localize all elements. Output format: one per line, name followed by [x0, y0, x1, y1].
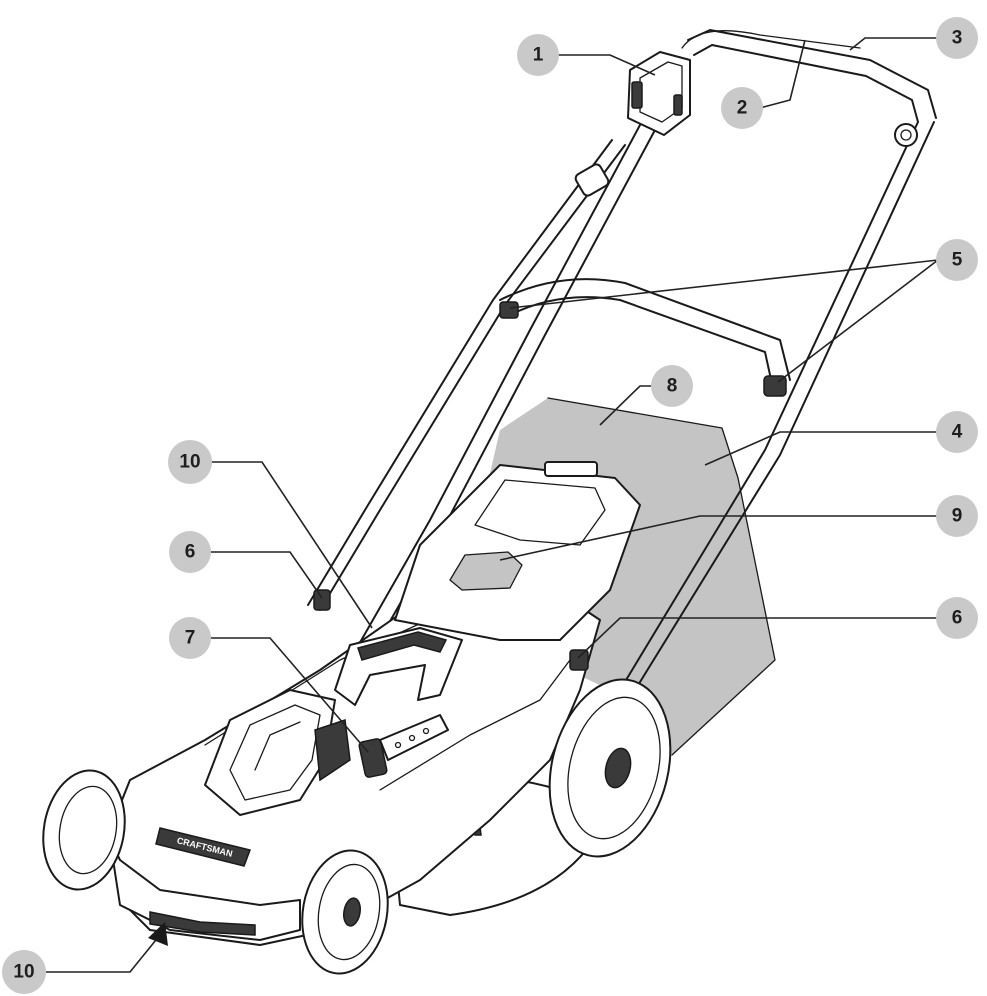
- callout-8: 8: [651, 365, 693, 407]
- left-handle-knob: [313, 589, 331, 611]
- handle-assembly: [307, 29, 937, 696]
- right-handle-knob: [569, 649, 589, 671]
- callout-number: 7: [185, 628, 196, 649]
- callout-number: 6: [185, 542, 196, 563]
- callout-number: 3: [952, 28, 963, 49]
- callout-number: 6: [952, 608, 963, 629]
- callout-number: 4: [952, 422, 963, 443]
- callout-number: 5: [952, 250, 963, 271]
- callout-2: 2: [721, 87, 763, 129]
- callout-5: 5: [936, 239, 978, 281]
- rear-right-wheel: [548, 678, 672, 858]
- leader-lines: [42, 37, 939, 973]
- callout-number: 10: [179, 452, 200, 473]
- carry-handle: [334, 627, 463, 706]
- callout-1: 1: [517, 34, 559, 76]
- callout-6-right: 6: [936, 597, 978, 639]
- height-adjustment-lever: [358, 714, 449, 778]
- safety-switch-box: [627, 51, 691, 136]
- callout-3: 3: [936, 17, 978, 59]
- callout-10-bottom: 10: [2, 950, 46, 994]
- callout-number: 9: [952, 506, 963, 527]
- callout-6-left: 6: [169, 531, 211, 573]
- callout-9: 9: [936, 495, 978, 537]
- callout-number: 10: [13, 962, 34, 983]
- front-left-wheel: [42, 769, 126, 891]
- callout-4: 4: [936, 411, 978, 453]
- grass-box-top: [394, 461, 641, 641]
- callout-number: 8: [667, 376, 678, 397]
- front-right-wheel: [301, 849, 389, 975]
- callout-number: 1: [533, 45, 544, 66]
- callout-number: 2: [737, 98, 748, 119]
- callout-10-top: 10: [168, 440, 212, 484]
- callout-7: 7: [169, 617, 211, 659]
